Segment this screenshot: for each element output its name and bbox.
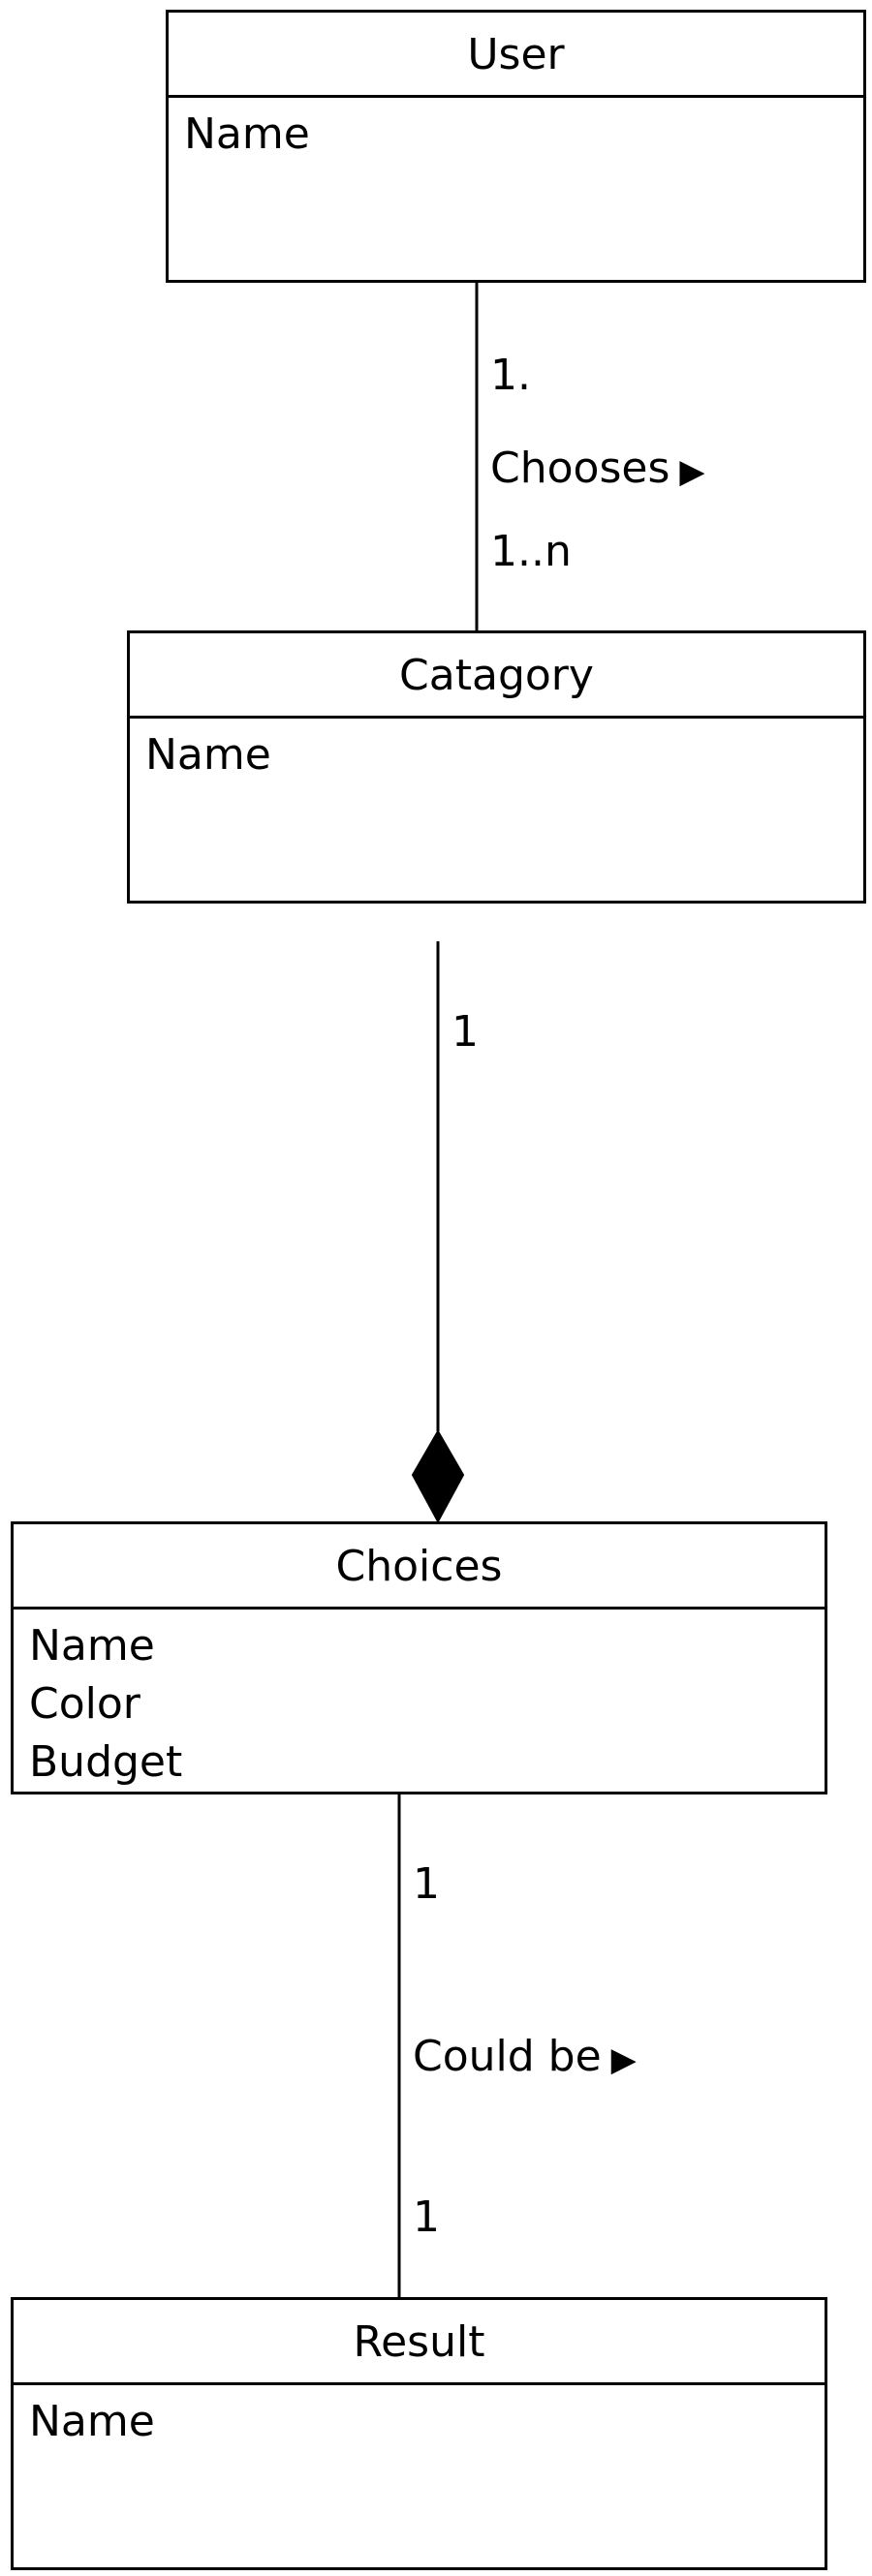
class-title: Catagory	[130, 633, 863, 719]
attribute: Color	[29, 1679, 140, 1729]
class-title: Choices	[14, 1524, 825, 1610]
attribute: Name	[29, 2397, 155, 2446]
class-title: Result	[14, 2300, 825, 2385]
association-name: Could be	[413, 2032, 602, 2081]
association-name: Chooses	[490, 444, 670, 493]
class-result[interactable]: Result Name	[11, 2297, 827, 2570]
class-title: User	[169, 13, 863, 98]
multiplicity-label: 1	[452, 1007, 479, 1057]
class-user[interactable]: User Name	[166, 10, 866, 283]
attribute-list: Name Color Budget	[14, 1610, 825, 1792]
attribute-list: Name	[14, 2385, 825, 2451]
multiplicity-label: 1	[413, 1859, 440, 1909]
direction-arrow-icon: ▶	[679, 452, 705, 491]
direction-arrow-icon: ▶	[610, 2040, 637, 2079]
multiplicity-label: 1	[413, 2193, 440, 2242]
association-name-label: Chooses▶	[490, 444, 705, 497]
attribute: Name	[145, 730, 271, 780]
attribute: Budget	[29, 1737, 183, 1787]
attribute: Name	[184, 109, 310, 159]
class-catagory[interactable]: Catagory Name	[127, 630, 866, 904]
attribute-list: Name	[169, 98, 863, 164]
multiplicity-label: 1.	[490, 351, 531, 400]
association-name-label: Could be▶	[413, 2032, 637, 2085]
composition-diamond-icon	[411, 1429, 465, 1524]
class-choices[interactable]: Choices Name Color Budget	[11, 1521, 827, 1794]
multiplicity-label: 1..n	[490, 527, 572, 576]
attribute-list: Name	[130, 719, 863, 784]
attribute: Name	[29, 1621, 155, 1671]
